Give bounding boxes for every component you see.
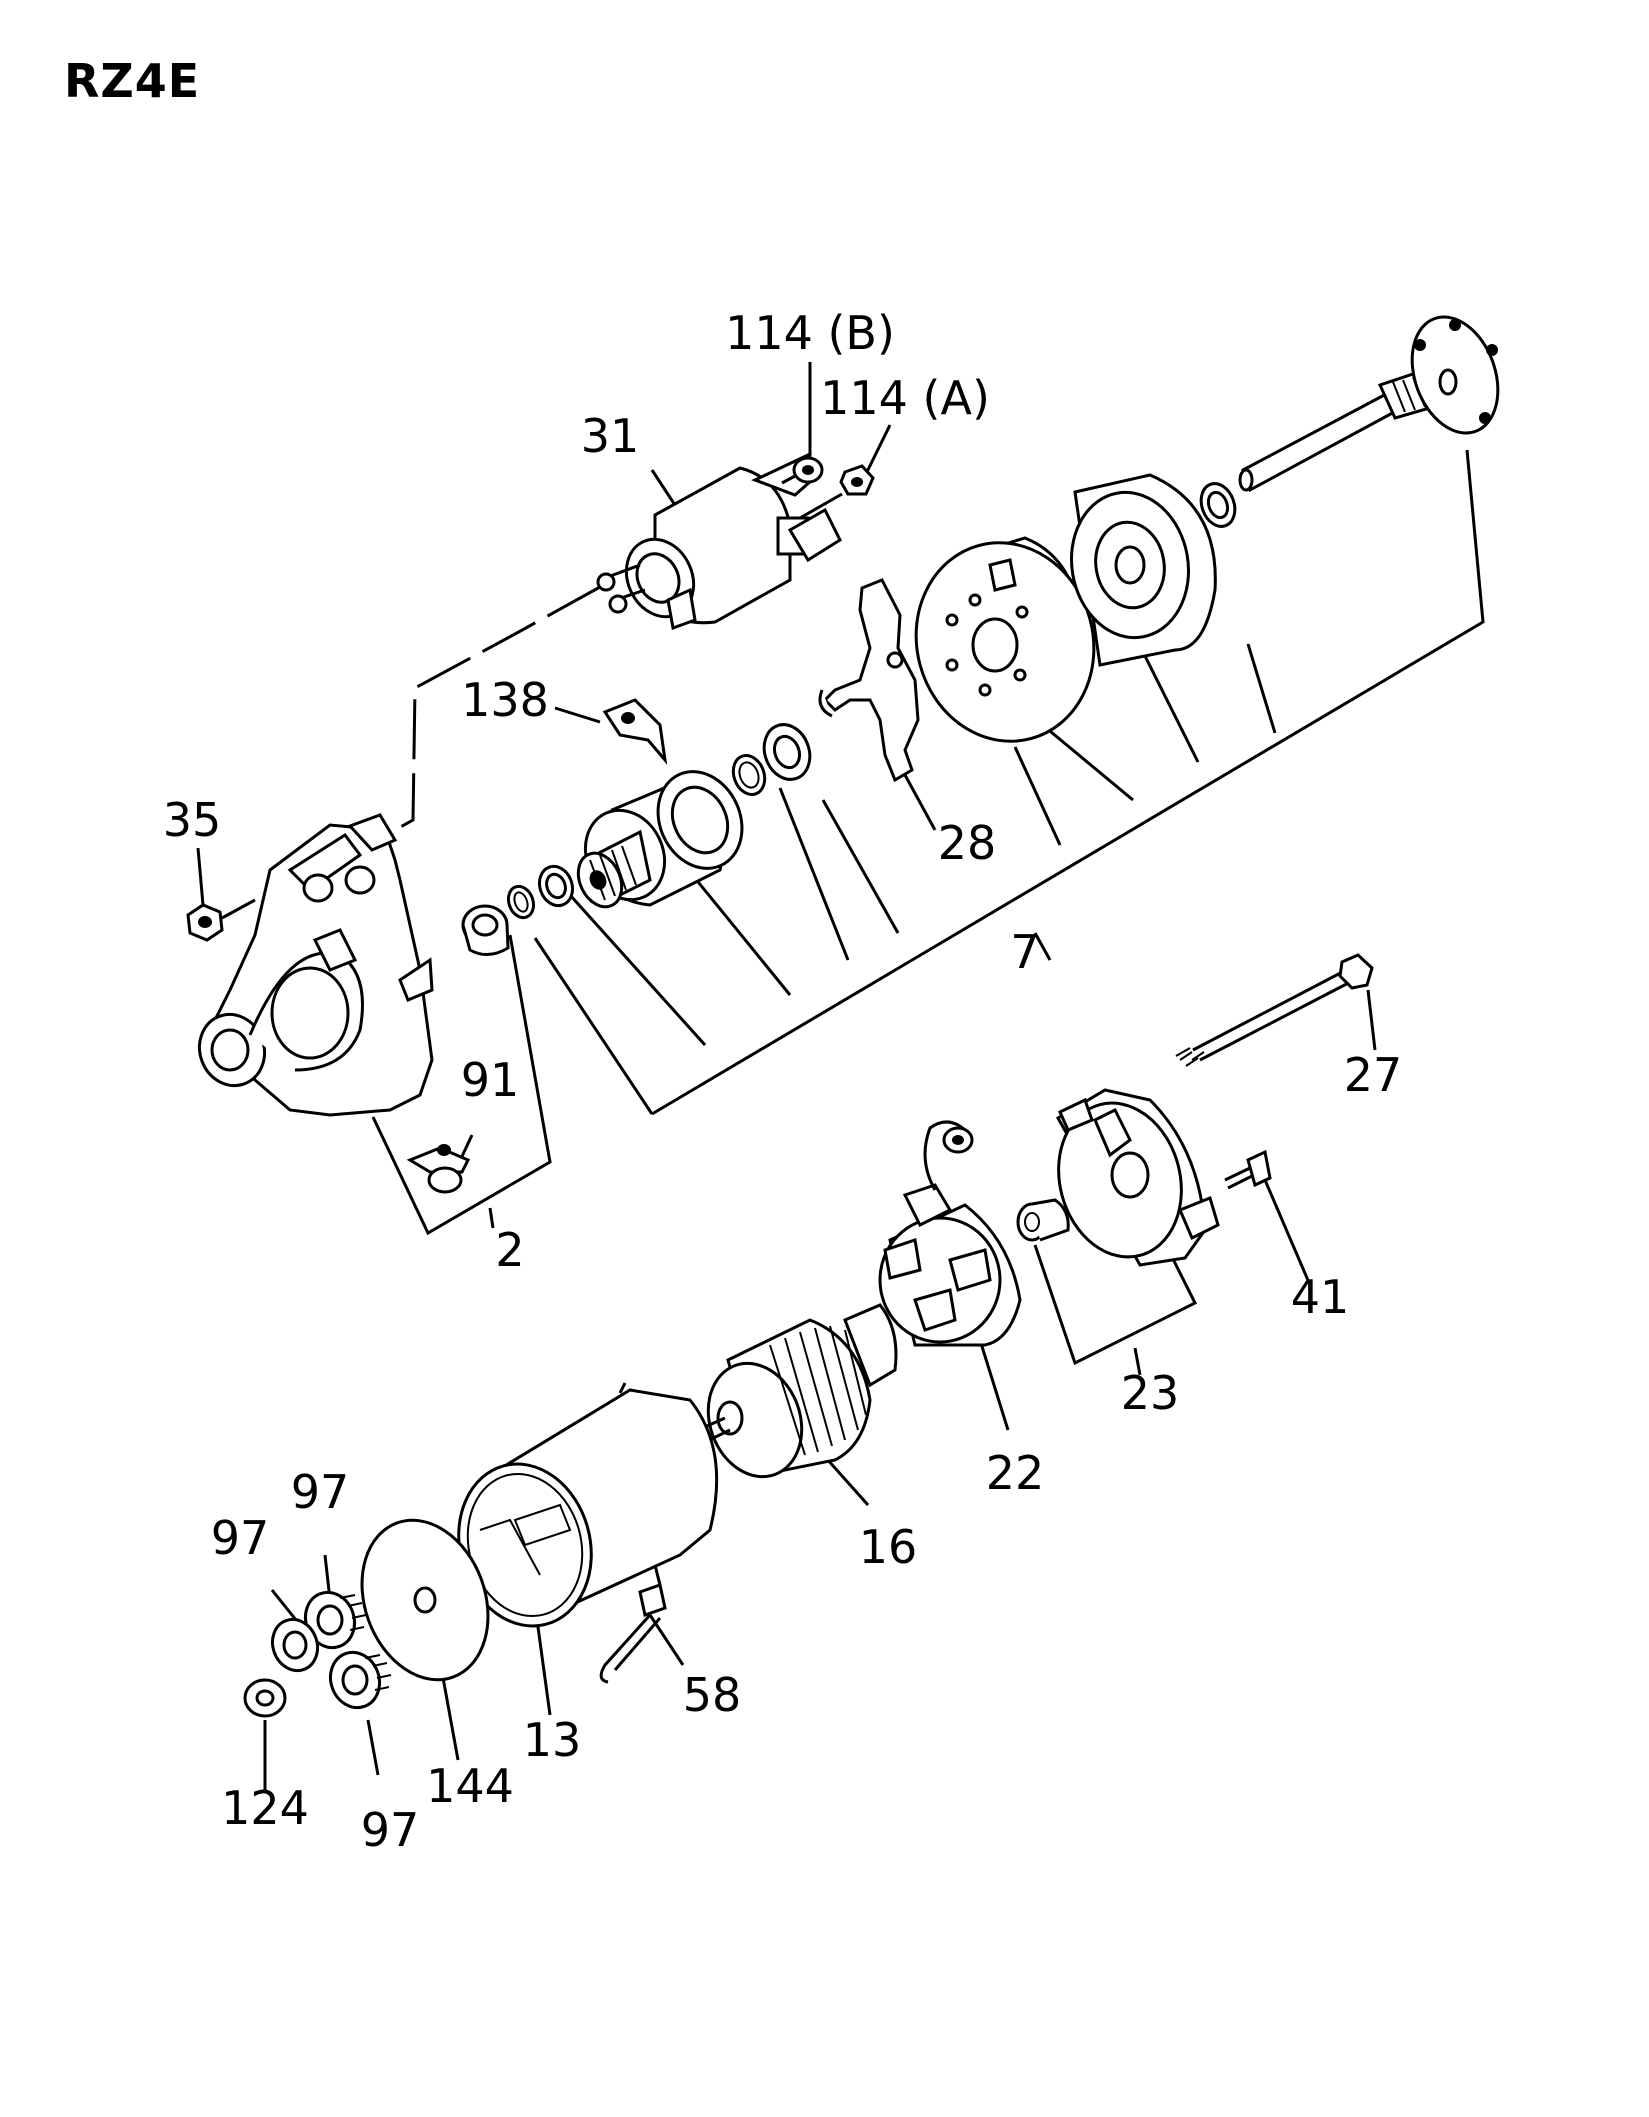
callout-31: 31 — [580, 409, 640, 463]
callout-27: 27 — [1343, 1048, 1403, 1102]
planetary-gear-middle — [265, 1613, 324, 1677]
clip-138 — [605, 700, 665, 760]
shift-lever — [820, 580, 918, 780]
callout-41: 41 — [1290, 1270, 1350, 1324]
snap-ring — [504, 883, 537, 921]
leader-lines — [198, 362, 1483, 1790]
yoke-frame — [441, 1383, 717, 1641]
nut-114-a — [800, 466, 873, 518]
retainer-washer — [757, 718, 817, 786]
callout-97-bottom: 97 — [360, 1803, 420, 1857]
bearing-bushing — [1018, 1200, 1068, 1240]
callout-97-top: 97 — [290, 1465, 350, 1519]
callout-138: 138 — [461, 673, 549, 727]
output-shaft — [1240, 305, 1513, 490]
diagram-code: RZ4E — [64, 54, 201, 108]
plug-91 — [410, 1145, 468, 1192]
brush-holder — [880, 1122, 1020, 1345]
callout-91: 91 — [460, 1053, 520, 1107]
stop-collar — [463, 906, 508, 955]
callout-35: 35 — [162, 793, 222, 847]
screw-41 — [1225, 1152, 1270, 1188]
callout-7: 7 — [1010, 925, 1040, 979]
callout-114b: 114 (B) — [725, 306, 895, 360]
callout-28: 28 — [937, 816, 997, 870]
ring-washer — [534, 862, 578, 911]
grommet-58 — [601, 1565, 665, 1682]
callout-22: 22 — [985, 1446, 1045, 1500]
callout-23: 23 — [1120, 1366, 1180, 1420]
callout-97-left: 97 — [210, 1511, 270, 1565]
rear-end-frame — [1042, 1089, 1218, 1271]
callout-114a: 114 (A) — [820, 371, 990, 425]
nut-114-b — [782, 458, 822, 483]
callout-2: 2 — [495, 1223, 525, 1277]
callout-58: 58 — [682, 1668, 742, 1722]
callout-144: 144 — [426, 1759, 514, 1813]
internal-gear-plate — [894, 523, 1116, 762]
overrunning-clutch — [570, 758, 757, 914]
gear-housing-ring — [1060, 475, 1215, 665]
drive-end-housing — [190, 815, 432, 1115]
nut-35 — [188, 900, 255, 940]
washer-124 — [245, 1680, 285, 1716]
through-bolt — [1176, 955, 1372, 1066]
armature — [693, 1305, 896, 1490]
planetary-gear-lower — [323, 1645, 391, 1714]
callout-124: 124 — [221, 1781, 309, 1835]
callout-16: 16 — [858, 1520, 918, 1574]
snap-ring-upper — [728, 751, 770, 799]
shaft-washer — [1195, 479, 1240, 531]
plate-144 — [341, 1502, 510, 1697]
callout-13: 13 — [522, 1713, 582, 1767]
